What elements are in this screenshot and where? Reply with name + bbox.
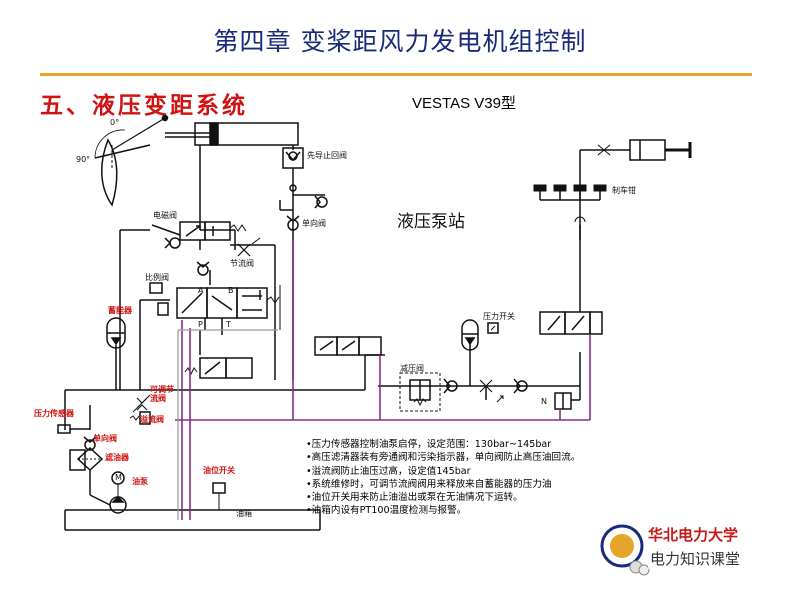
motor-label: M xyxy=(115,473,122,482)
note-item: •高压滤清器装有旁通阀和污染指示器，单向阀防止高压油回流。 xyxy=(306,452,581,464)
check-valve-upper-label: 单向阀 xyxy=(302,219,326,228)
port-t-label: T xyxy=(226,320,231,329)
blade-pitch-icon xyxy=(94,114,169,207)
solenoid-valve-label: 电磁阀 xyxy=(153,211,177,220)
note-item: •压力传感器控制油泵启停，设定范围：130bar~145bar xyxy=(306,439,552,450)
no-marker-label: N xyxy=(541,397,547,406)
level-switch-label: 油位开关 xyxy=(203,466,235,475)
university-logo-icon: 华北电力大学 xyxy=(600,524,775,568)
note-item: •溢流阀防止油压过高，设定值145bar xyxy=(306,465,471,477)
proportional-valve-label: 比例阀 xyxy=(145,273,169,282)
svg-text:华北电力大学: 华北电力大学 xyxy=(648,526,738,544)
port-b-label: B xyxy=(228,286,234,295)
note-item: •系统维修时，可调节流阀阀用来释放来自蓄能器的压力油 xyxy=(306,478,552,490)
section-title: 五、液压变距系统 xyxy=(40,92,248,119)
watermark: 电力知识课堂 xyxy=(648,548,743,569)
tank-label: 油箱 xyxy=(236,509,252,518)
title-rule xyxy=(40,73,752,76)
pressure-sensor-label: 压力传感器 xyxy=(34,409,74,418)
pressure-switch-label: 压力开关 xyxy=(483,312,515,321)
brake-caliper-label: 制车钳 xyxy=(612,186,636,195)
slide-title: 第四章 变桨距风力发电机组控制 xyxy=(213,27,587,56)
check-valve-lower-label: 单向阀 xyxy=(93,434,117,443)
note-item: •油位开关用来防止油溢出或泵在无油情况下运转。 xyxy=(306,492,523,504)
model-label: VESTAS V39型 xyxy=(412,95,516,112)
wechat-icon xyxy=(629,560,650,576)
pitch-cylinder xyxy=(194,122,299,146)
return-lines xyxy=(175,240,591,520)
note-item: •油箱内设有PT100温度检测与报警。 xyxy=(306,505,467,517)
port-a-label: A xyxy=(198,286,204,295)
reducing-valve-label: 减压阀 xyxy=(400,364,424,373)
pump-station-label: 液压泵站 xyxy=(397,212,465,232)
pump-label: 油泵 xyxy=(132,477,148,486)
adjustable-throttle-label: 可调节流阀 xyxy=(150,385,174,403)
port-p-label: P xyxy=(198,320,203,329)
angle-90-label: 90° xyxy=(76,155,91,164)
angle-0-label: 0° xyxy=(110,118,120,127)
throttle-label: 节流阀 xyxy=(230,259,254,268)
accumulator-label: 蓄能器 xyxy=(108,306,132,315)
pilot-check-label: 先导止回阀 xyxy=(307,151,347,160)
relief-valve-label: 溢流阀 xyxy=(140,415,164,424)
notes-list: •压力传感器控制油泵启停，设定范围：130bar~145bar •高压滤清器装有… xyxy=(306,438,636,518)
filter-label: 滤油器 xyxy=(105,453,129,462)
